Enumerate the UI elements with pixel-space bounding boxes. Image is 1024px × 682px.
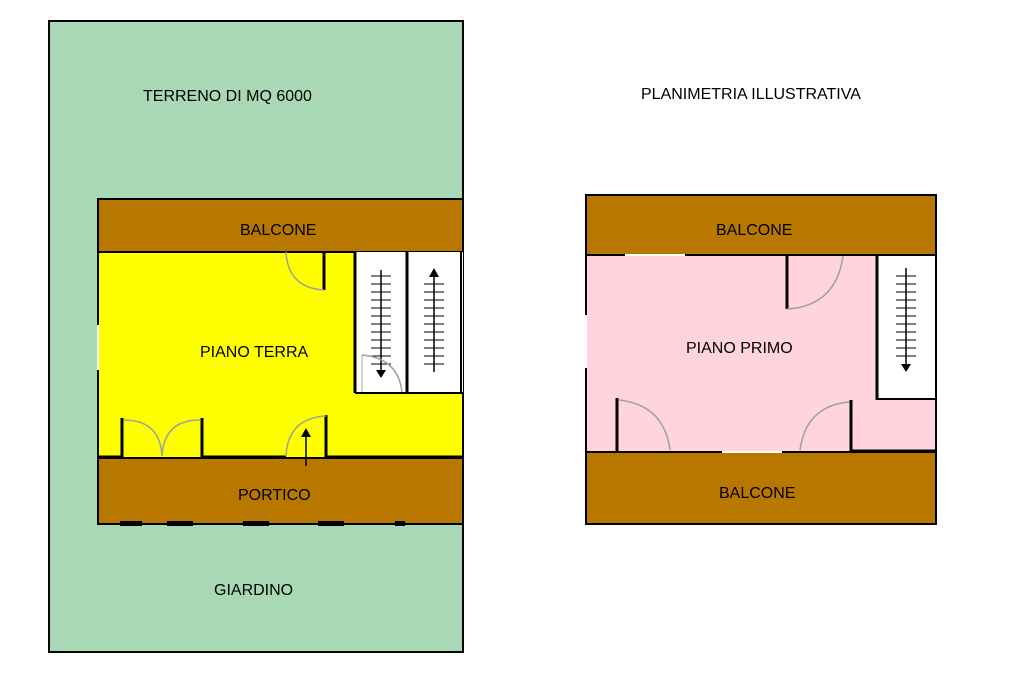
- label-giardino: GIARDINO: [214, 582, 293, 599]
- portico-doors: [98, 415, 463, 466]
- diagram-title: PLANIMETRIA ILLUSTRATIVA: [641, 86, 861, 103]
- label-terreno: TERRENO DI MQ 6000: [143, 88, 312, 105]
- staircase-ground: [353, 252, 463, 394]
- door-balcony-first-top: [785, 255, 844, 310]
- staircase-first: [875, 255, 936, 400]
- door-balcony-ground: [285, 251, 326, 291]
- balcony-ground: [97, 198, 464, 253]
- label-balcone-first-top: BALCONE: [716, 222, 792, 239]
- balcony-first-top: [585, 194, 937, 256]
- label-balcone-ground: BALCONE: [240, 222, 316, 239]
- label-piano-primo: PIANO PRIMO: [686, 340, 793, 357]
- label-portico: PORTICO: [238, 487, 311, 504]
- portico-area: [97, 457, 464, 525]
- label-piano-terra: PIANO TERRA: [200, 344, 309, 361]
- first-floor-plan: BALCONE PIANO PRIMO BALCONE: [585, 194, 937, 525]
- label-balcone-first-bottom: BALCONE: [719, 485, 795, 502]
- doors-balcony-first-bottom: [615, 398, 936, 453]
- ground-floor-plan: TERRENO DI MQ 6000 BALCONE PIANO TERRA P…: [48, 20, 464, 653]
- portico-pillars: [120, 521, 405, 526]
- balcony-first-bottom: [585, 451, 937, 525]
